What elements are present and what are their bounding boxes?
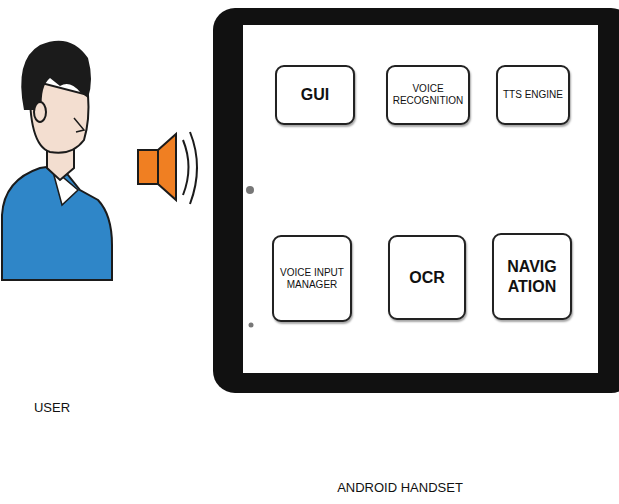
module-label: TTS ENGINE [502,89,564,101]
module-box: NAVIG ATION [492,233,572,320]
android-tablet [213,8,619,393]
module-label: NAVIG ATION [498,257,566,295]
module-label: GUI [281,85,349,104]
module-text-group: OCR [394,268,460,287]
speaker-icon [138,132,197,204]
module-box: VOICE INPUT MANAGER [272,235,352,322]
module-label: VOICE INPUT MANAGER [278,267,346,291]
module-box: OCR [388,235,466,320]
module-text-group: GUI [281,85,349,104]
caption-label: USER [34,400,70,415]
module-text-group: NAVIG ATION [498,257,566,295]
user-figure [2,41,112,280]
module-text-group: VOICE INPUT MANAGER [278,267,346,291]
module-label: OCR [394,268,460,287]
module-label: VOICE RECOGNITION [392,83,464,107]
caption-label: ANDROID HANDSET [337,480,463,495]
module-box: GUI [275,65,355,125]
module-box: TTS ENGINE [496,65,570,125]
module-box: VOICE RECOGNITION [386,65,470,125]
module-text-group: VOICE RECOGNITION [392,83,464,107]
module-text-group: TTS ENGINE [502,89,564,101]
